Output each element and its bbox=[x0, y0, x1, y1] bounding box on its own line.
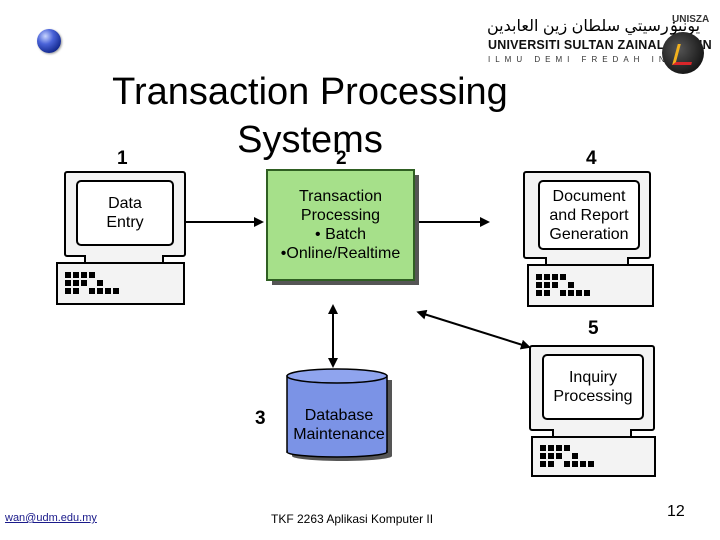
keyboard-icon bbox=[531, 436, 656, 477]
keyboard-icon bbox=[56, 262, 185, 305]
node-label-inquiry-processing: Inquiry Processing bbox=[542, 354, 644, 420]
node-number-1: 1 bbox=[117, 148, 128, 169]
globe-icon bbox=[37, 29, 61, 53]
author-email-link[interactable]: wan@udm.edu.my bbox=[5, 512, 97, 524]
logo-motto: ILMU DEMI FREDAH INSAN bbox=[488, 55, 702, 64]
course-name: TKF 2263 Aplikasi Komputer II bbox=[271, 512, 434, 526]
node-number-2: 2 bbox=[336, 148, 347, 169]
node-label-database-maintenance: Database Maintenance bbox=[293, 407, 385, 443]
database-cylinder-icon bbox=[286, 368, 392, 461]
keyboard-icon bbox=[527, 264, 654, 307]
university-emblem-icon bbox=[662, 32, 704, 74]
page-number: 12 bbox=[667, 503, 685, 520]
node-number-3: 3 bbox=[255, 408, 266, 429]
slide-title: Transaction Processing Systems bbox=[112, 71, 508, 161]
node-label-transaction-processing: Transaction Processing • Batch •Online/R… bbox=[266, 169, 415, 281]
logo-brand: UNISZA bbox=[672, 14, 710, 25]
arrow-processing-inquiry bbox=[416, 309, 531, 350]
node-label-report-generation: Document and Report Generation bbox=[538, 180, 640, 250]
logo-university-name: UNIVERSITI SULTAN ZAINAL ABIDIN bbox=[488, 38, 712, 52]
node-label-data-entry: Data Entry bbox=[76, 180, 174, 246]
node-number-4: 4 bbox=[586, 148, 597, 169]
logo-arabic-text: يونيۏرسيتي سلطان زين العابدين bbox=[487, 18, 701, 35]
node-number-5: 5 bbox=[588, 318, 599, 339]
